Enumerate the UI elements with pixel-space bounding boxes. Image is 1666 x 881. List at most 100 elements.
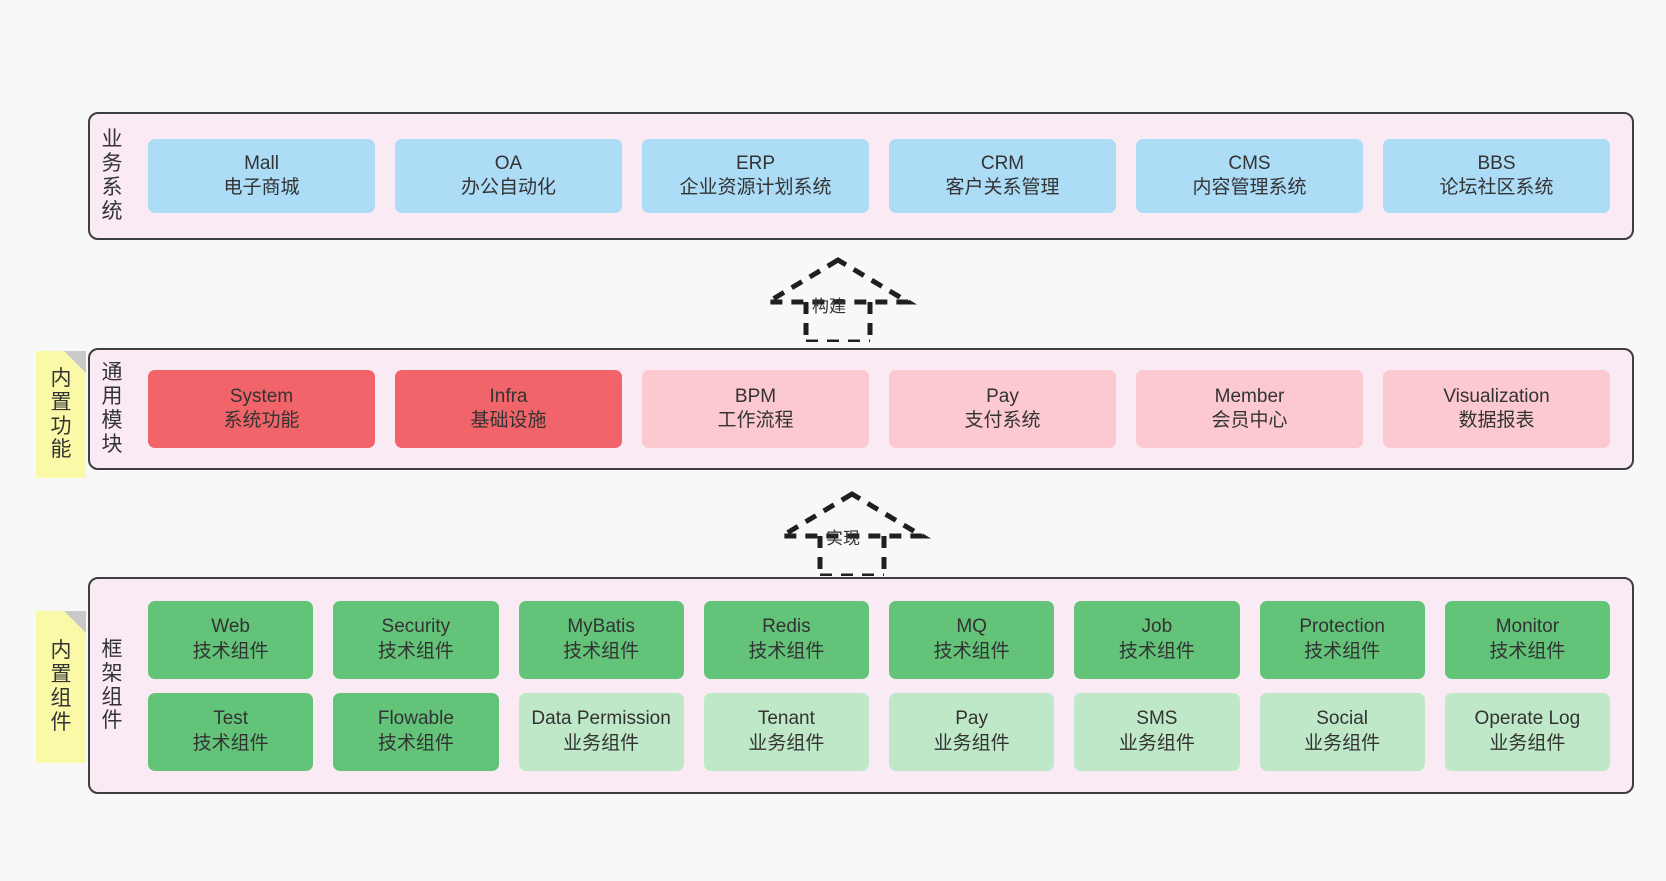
node-title: Web [211, 616, 250, 638]
node-web[interactable]: Web 技术组件 [148, 600, 314, 679]
arrow-build [748, 256, 928, 345]
arrow-implement [762, 490, 942, 579]
note-char: 内 [50, 639, 72, 663]
node-subtitle: 客户关系管理 [945, 177, 1060, 198]
node-subtitle: 电子商城 [223, 177, 300, 198]
node-infra[interactable]: Infra 基础设施 [395, 370, 622, 448]
node-mybatis[interactable]: MyBatis 技术组件 [518, 600, 684, 679]
node-title: Member [1214, 385, 1285, 407]
node-test[interactable]: Test 技术组件 [148, 692, 314, 771]
node-subtitle: 技术组件 [377, 640, 454, 662]
node-title: CMS [1228, 152, 1271, 174]
node-monitor[interactable]: Monitor 技术组件 [1444, 600, 1610, 679]
layer-business-systems-label: 业 务 系 统 [90, 114, 134, 238]
node-subtitle: 业务组件 [1304, 732, 1381, 754]
framework-row-business: Test 技术组件 Flowable 技术组件 Data Permission … [138, 692, 1620, 771]
node-tenant[interactable]: Tenant 业务组件 [703, 692, 869, 771]
arrow-implement-icon [772, 491, 932, 579]
node-redis[interactable]: Redis 技术组件 [703, 600, 869, 679]
node-mall[interactable]: Mall 电子商城 [148, 139, 375, 213]
node-title: Operate Log [1474, 708, 1581, 730]
node-subtitle: 业务组件 [933, 732, 1010, 754]
layer-label-char: 组 [101, 685, 123, 709]
node-subtitle: 技术组件 [563, 640, 640, 662]
node-bbs[interactable]: BBS 论坛社区系统 [1383, 139, 1610, 213]
layer-label-char: 通 [101, 361, 123, 385]
node-title: OA [494, 152, 523, 174]
layer-framework-components: 框 架 组 件 Web 技术组件 Security 技术组件 MyBatis 技… [88, 577, 1634, 794]
node-subtitle: 技术组件 [748, 640, 825, 662]
node-subtitle: 技术组件 [192, 732, 269, 754]
arrow-build-icon [758, 257, 918, 345]
node-subtitle: 内容管理系统 [1192, 177, 1307, 198]
node-subtitle: 会员中心 [1211, 410, 1288, 431]
note-char: 置 [50, 390, 72, 414]
layer-label-char: 用 [101, 385, 123, 409]
layer-common-modules: 通 用 模 块 System 系统功能 Infra 基础设施 BPM 工作流程 … [88, 348, 1634, 470]
node-data-permission[interactable]: Data Permission 业务组件 [518, 692, 684, 771]
node-title: Data Permission [531, 708, 671, 730]
node-title: Job [1141, 616, 1173, 638]
node-visualization[interactable]: Visualization 数据报表 [1383, 370, 1610, 448]
node-subtitle: 业务组件 [1489, 732, 1566, 754]
node-crm[interactable]: CRM 客户关系管理 [889, 139, 1116, 213]
node-protection[interactable]: Protection 技术组件 [1259, 600, 1425, 679]
node-title: CRM [980, 152, 1025, 174]
node-title: Security [381, 616, 451, 638]
node-subtitle: 业务组件 [748, 732, 825, 754]
note-char: 功 [50, 414, 72, 438]
node-operate-log[interactable]: Operate Log 业务组件 [1444, 692, 1610, 771]
node-subtitle: 系统功能 [223, 410, 300, 431]
note-fold-corner-icon [64, 351, 86, 373]
layer-label-char: 务 [101, 152, 123, 176]
node-subtitle: 技术组件 [377, 732, 454, 754]
layer-framework-components-body: Web 技术组件 Security 技术组件 MyBatis 技术组件 Redi… [134, 579, 1632, 792]
node-sms[interactable]: SMS 业务组件 [1074, 692, 1240, 771]
node-subtitle: 技术组件 [1118, 640, 1195, 662]
node-security[interactable]: Security 技术组件 [333, 600, 499, 679]
node-title: Monitor [1495, 616, 1560, 638]
node-oa[interactable]: OA 办公自动化 [395, 139, 622, 213]
node-title: MyBatis [567, 616, 635, 638]
node-member[interactable]: Member 会员中心 [1136, 370, 1363, 448]
node-bpm[interactable]: BPM 工作流程 [642, 370, 869, 448]
node-system[interactable]: System 系统功能 [148, 370, 375, 448]
node-subtitle: 业务组件 [563, 732, 640, 754]
node-cms[interactable]: CMS 内容管理系统 [1136, 139, 1363, 213]
node-title: Mall [244, 152, 279, 174]
node-title: Test [213, 708, 249, 730]
node-subtitle: 技术组件 [1304, 640, 1381, 662]
node-subtitle: 企业资源计划系统 [679, 177, 832, 198]
arrow-build-label: 构建 [812, 297, 846, 316]
node-title: System [229, 385, 294, 407]
note-char: 件 [50, 710, 72, 734]
layer-label-char: 统 [101, 199, 123, 223]
node-pay-module[interactable]: Pay 支付系统 [889, 370, 1116, 448]
node-subtitle: 支付系统 [964, 410, 1041, 431]
node-title: BBS [1477, 152, 1516, 174]
node-job[interactable]: Job 技术组件 [1074, 600, 1240, 679]
node-title: MQ [956, 616, 987, 638]
node-flowable[interactable]: Flowable 技术组件 [333, 692, 499, 771]
node-social[interactable]: Social 业务组件 [1259, 692, 1425, 771]
layer-business-systems: 业 务 系 统 Mall 电子商城 OA 办公自动化 ERP 企业资源计划系统 … [88, 112, 1634, 240]
node-pay-component[interactable]: Pay 业务组件 [889, 692, 1055, 771]
layer-label-char: 系 [101, 176, 123, 199]
node-mq[interactable]: MQ 技术组件 [889, 600, 1055, 679]
note-char: 组 [50, 687, 72, 710]
node-subtitle: 业务组件 [1118, 732, 1195, 754]
arrow-implement-label: 实现 [826, 529, 860, 548]
layer-common-modules-label: 通 用 模 块 [90, 350, 134, 468]
note-char: 置 [50, 663, 72, 687]
layer-label-char: 模 [101, 409, 123, 432]
note-char: 能 [50, 438, 72, 462]
layer-label-char: 件 [101, 709, 123, 733]
node-erp[interactable]: ERP 企业资源计划系统 [642, 139, 869, 213]
layer-label-char: 架 [101, 661, 123, 685]
node-subtitle: 办公自动化 [460, 177, 556, 198]
node-title: Protection [1299, 616, 1385, 638]
layer-framework-components-label: 框 架 组 件 [90, 579, 134, 792]
note-builtin-components: 内 置 组 件 [36, 611, 86, 763]
layer-common-modules-body: System 系统功能 Infra 基础设施 BPM 工作流程 Pay 支付系统… [134, 350, 1632, 468]
